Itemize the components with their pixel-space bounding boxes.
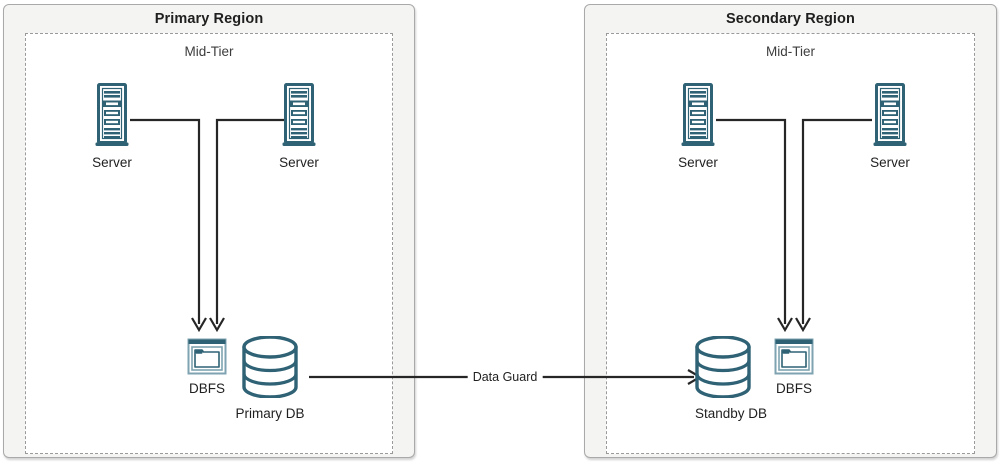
- dbfs-icon: [774, 338, 814, 375]
- dbfs-label: DBFS: [775, 381, 813, 396]
- server-icon: [681, 83, 715, 151]
- database-label: Standby DB: [694, 406, 768, 421]
- server-icon: [873, 83, 907, 151]
- server-label: Server: [678, 155, 718, 170]
- region-secondary-mid-tier: Mid-Tier: [606, 33, 975, 454]
- database-cylinder-icon: [241, 336, 299, 398]
- region-secondary: Secondary Region Mid-Tier: [584, 4, 997, 458]
- data-guard-label: Data Guard: [467, 369, 543, 385]
- server-label: Server: [279, 155, 319, 170]
- database-cylinder-icon: [694, 336, 752, 398]
- region-secondary-mid-tier-title: Mid-Tier: [766, 44, 815, 59]
- server-label: Server: [870, 155, 910, 170]
- region-primary-mid-tier-title: Mid-Tier: [184, 44, 234, 59]
- server-label: Server: [92, 155, 132, 170]
- region-secondary-title: Secondary Region: [726, 11, 855, 27]
- dbfs-icon: [187, 338, 227, 375]
- server-icon: [282, 83, 316, 151]
- region-primary: Primary Region Mid-Tier: [3, 4, 415, 458]
- database-label: Primary DB: [235, 406, 305, 421]
- dbfs-label: DBFS: [188, 381, 226, 396]
- server-icon: [95, 83, 129, 151]
- region-primary-title: Primary Region: [154, 11, 264, 27]
- region-primary-mid-tier: Mid-Tier: [25, 33, 393, 454]
